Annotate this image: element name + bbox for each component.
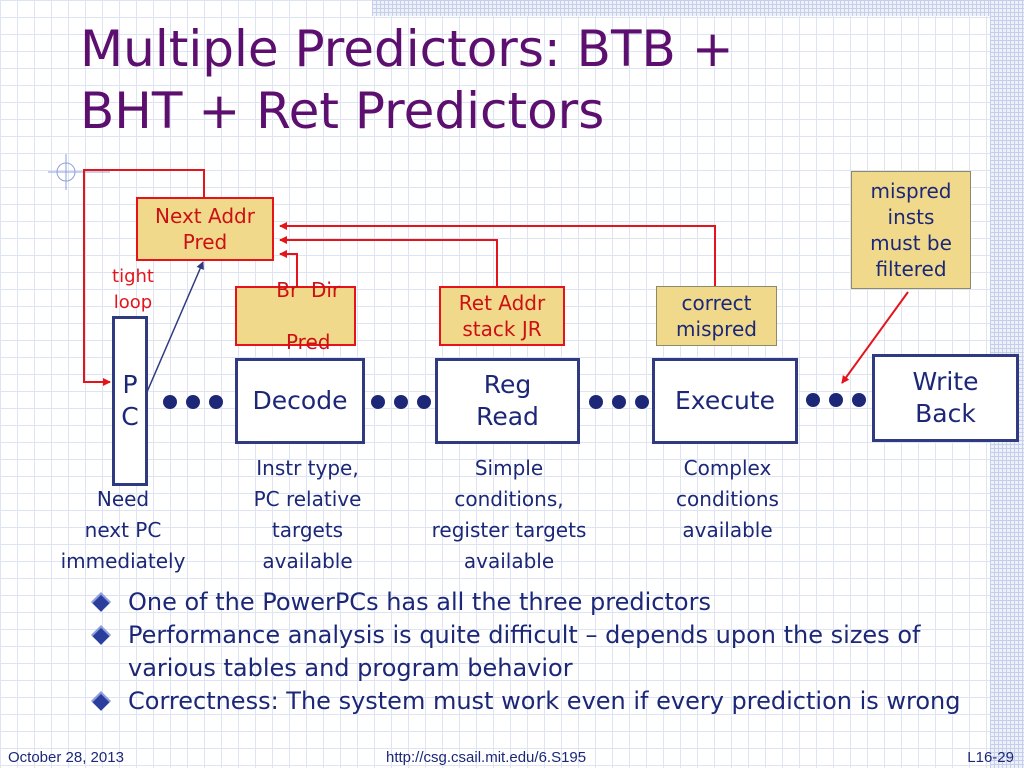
reg-read-caption-line-1: Simple [474, 456, 544, 480]
execute-stage-box: Execute [652, 358, 798, 444]
decode-caption-line-4: available [262, 549, 353, 573]
pipeline-dots-1 [163, 395, 223, 409]
decode-caption: Instr type, PC relative targets availabl… [220, 453, 395, 577]
bullet-list: One of the PowerPCs has all the three pr… [90, 586, 995, 718]
tight-loop-label: tight loop [98, 264, 168, 316]
dot [806, 393, 820, 407]
decode-caption-line-3: targets [271, 518, 344, 542]
write-back-line-2: Back [915, 399, 976, 428]
dot [371, 395, 385, 409]
reg-read-caption-line-4: available [463, 549, 555, 573]
execute-feedback-arrow [279, 222, 716, 286]
correct-mispred-line-1: correct [681, 291, 752, 315]
br-dir-pred-line-1: Br Dir [276, 278, 341, 302]
reg-read-line-2: Read [476, 402, 539, 431]
pc-caption-line-1: Need [96, 487, 150, 511]
title-line-2: BHT + Ret Predictors [80, 82, 605, 140]
correct-mispred-line-2: mispred [676, 317, 757, 341]
pc-box: P C [112, 316, 148, 486]
dot [829, 393, 843, 407]
bullet-text: Performance analysis is quite difficult … [128, 621, 921, 682]
execute-caption-line-1: Complex [683, 456, 772, 480]
mispred-note-line-1: mispred [870, 179, 952, 203]
bullet-item: One of the PowerPCs has all the three pr… [90, 586, 995, 619]
execute-caption-line-3: available [682, 518, 773, 542]
decode-label: Decode [252, 386, 348, 415]
pc-caption: Need next PC immediately [38, 484, 208, 577]
mispred-note-line-2: insts [887, 205, 935, 229]
execute-caption-line-2: conditions [676, 487, 779, 511]
dot [612, 395, 626, 409]
pipeline-dots-2 [371, 395, 431, 409]
pipeline-dots-3 [589, 395, 649, 409]
footer-url: http://csg.csail.mit.edu/6.S195 [386, 749, 587, 766]
dot [163, 395, 177, 409]
crosshair-ornament [48, 154, 110, 190]
mispred-note-line-4: filtered [875, 257, 947, 281]
pc-to-next-addr-arrow [146, 261, 204, 393]
next-addr-to-pc-arrow [83, 169, 205, 386]
reg-read-line-1: Reg [483, 370, 532, 399]
br-dir-feedback-arrow [279, 250, 298, 286]
dot [186, 395, 200, 409]
ret-addr-stack-line-2: stack JR [462, 317, 542, 341]
br-dir-pred-line-2: Pred [285, 330, 331, 354]
reg-read-stage-box: Reg Read [435, 358, 580, 444]
dot [394, 395, 408, 409]
next-addr-pred-line-2: Pred [182, 230, 228, 254]
correct-mispred-box: correct mispred [656, 286, 777, 346]
dot [589, 395, 603, 409]
dot [852, 393, 866, 407]
mispred-note-line-3: must be [870, 231, 952, 255]
footer-date: October 28, 2013 [8, 749, 124, 766]
ret-addr-stack-line-1: Ret Addr [458, 291, 546, 315]
execute-caption: Complex conditions available [640, 453, 815, 546]
pc-line-1: P [122, 370, 138, 399]
bullet-item: Performance analysis is quite difficult … [90, 619, 995, 685]
reg-read-caption: Simple conditions, register targets avai… [400, 453, 618, 577]
pc-caption-line-3: immediately [60, 549, 186, 573]
slide-title: Multiple Predictors: BTB + BHT + Ret Pre… [80, 18, 980, 142]
top-decorative-band [372, 0, 1024, 16]
reg-read-caption-line-2: conditions, [454, 487, 564, 511]
decode-caption-line-1: Instr type, [256, 456, 359, 480]
execute-label: Execute [675, 386, 775, 415]
br-dir-pred-box: Br Dir Pred [235, 278, 356, 354]
ret-stack-feedback-arrow [279, 236, 498, 286]
pc-caption-line-2: next PC [84, 518, 162, 542]
reg-read-caption-line-3: register targets [431, 518, 587, 542]
mispred-note-box: mispred insts must be filtered [851, 171, 971, 289]
dot [635, 395, 649, 409]
next-addr-pred-line-1: Next Addr [155, 204, 255, 228]
diamond-bullet-icon [91, 592, 111, 612]
diamond-bullet-icon [91, 625, 111, 645]
pc-line-2: C [121, 402, 139, 431]
next-addr-pred-box: Next Addr Pred [136, 197, 274, 261]
tight-loop-line-2: loop [113, 292, 153, 313]
ret-addr-stack-box: Ret Addr stack JR [439, 286, 565, 346]
decode-stage-box: Decode [235, 358, 365, 444]
dot [209, 395, 223, 409]
tight-loop-line-1: tight [112, 266, 154, 287]
mispred-note-arrow [841, 291, 909, 384]
footer-page-number: L16-29 [967, 749, 1014, 766]
title-line-1: Multiple Predictors: BTB + [80, 20, 734, 78]
decode-caption-line-2: PC relative [253, 487, 362, 511]
bullet-text: Correctness: The system must work even i… [128, 687, 961, 715]
dot [417, 395, 431, 409]
bullet-item: Correctness: The system must work even i… [90, 685, 995, 718]
write-back-line-1: Write [912, 367, 979, 396]
write-back-stage-box: Write Back [872, 354, 1019, 442]
bullet-text: One of the PowerPCs has all the three pr… [128, 588, 711, 616]
diamond-bullet-icon [91, 691, 111, 711]
pipeline-dots-4 [806, 393, 866, 407]
